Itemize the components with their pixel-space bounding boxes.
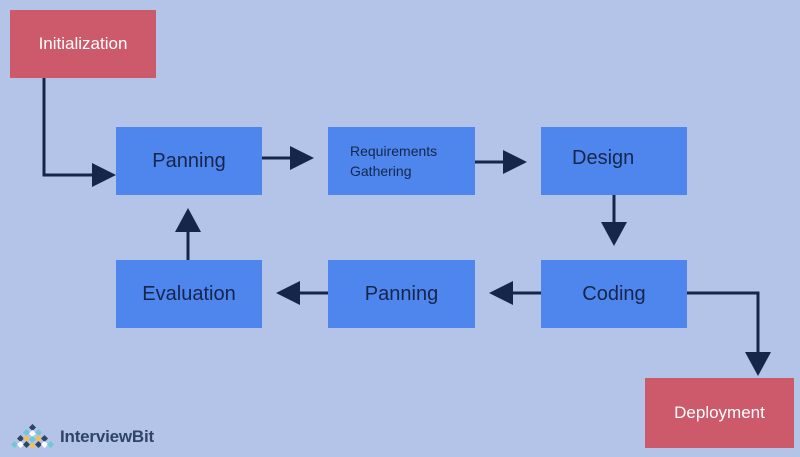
panning-bottom-label: Panning (364, 282, 439, 305)
arrowhead-evaluation-to-panning (175, 208, 201, 232)
arrowhead-panning-to-requirements (290, 146, 314, 170)
coding-box: Coding (541, 260, 687, 328)
panning-top-label: Panning (152, 149, 226, 172)
panning-box-top: Panning (116, 127, 262, 195)
design-label: Design (572, 147, 635, 169)
initialization-label: Initialization (38, 34, 128, 53)
arrow-coding-to-deployment (687, 291, 760, 354)
arrowhead-design-to-coding (601, 222, 627, 246)
arrowhead-init-to-panning (92, 163, 116, 187)
panning-box-bottom: Panning (328, 260, 475, 328)
requirements-gathering-label: Requirements Gathering (350, 143, 438, 179)
deployment-label: Deployment (674, 403, 765, 422)
requirements-gathering-box: Requirements Gathering (328, 127, 475, 195)
arrow-init-to-panning (42, 78, 92, 177)
arrowhead-requirements-to-design (503, 150, 527, 174)
initialization-box: Initialization (10, 10, 156, 78)
evaluation-box: Evaluation (116, 260, 262, 328)
brand-watermark: InterviewBit (10, 424, 154, 450)
deployment-box: Deployment (645, 378, 794, 448)
arrowhead-panning-to-evaluation (276, 281, 300, 305)
arrowhead-coding-to-deployment (745, 352, 771, 376)
design-box: Design (541, 127, 687, 195)
brand-name: InterviewBit (60, 427, 154, 446)
arrowhead-coding-to-panning (489, 281, 513, 305)
coding-label: Coding (582, 282, 646, 305)
interviewbit-logo-icon (10, 424, 54, 450)
evaluation-label: Evaluation (142, 282, 236, 305)
